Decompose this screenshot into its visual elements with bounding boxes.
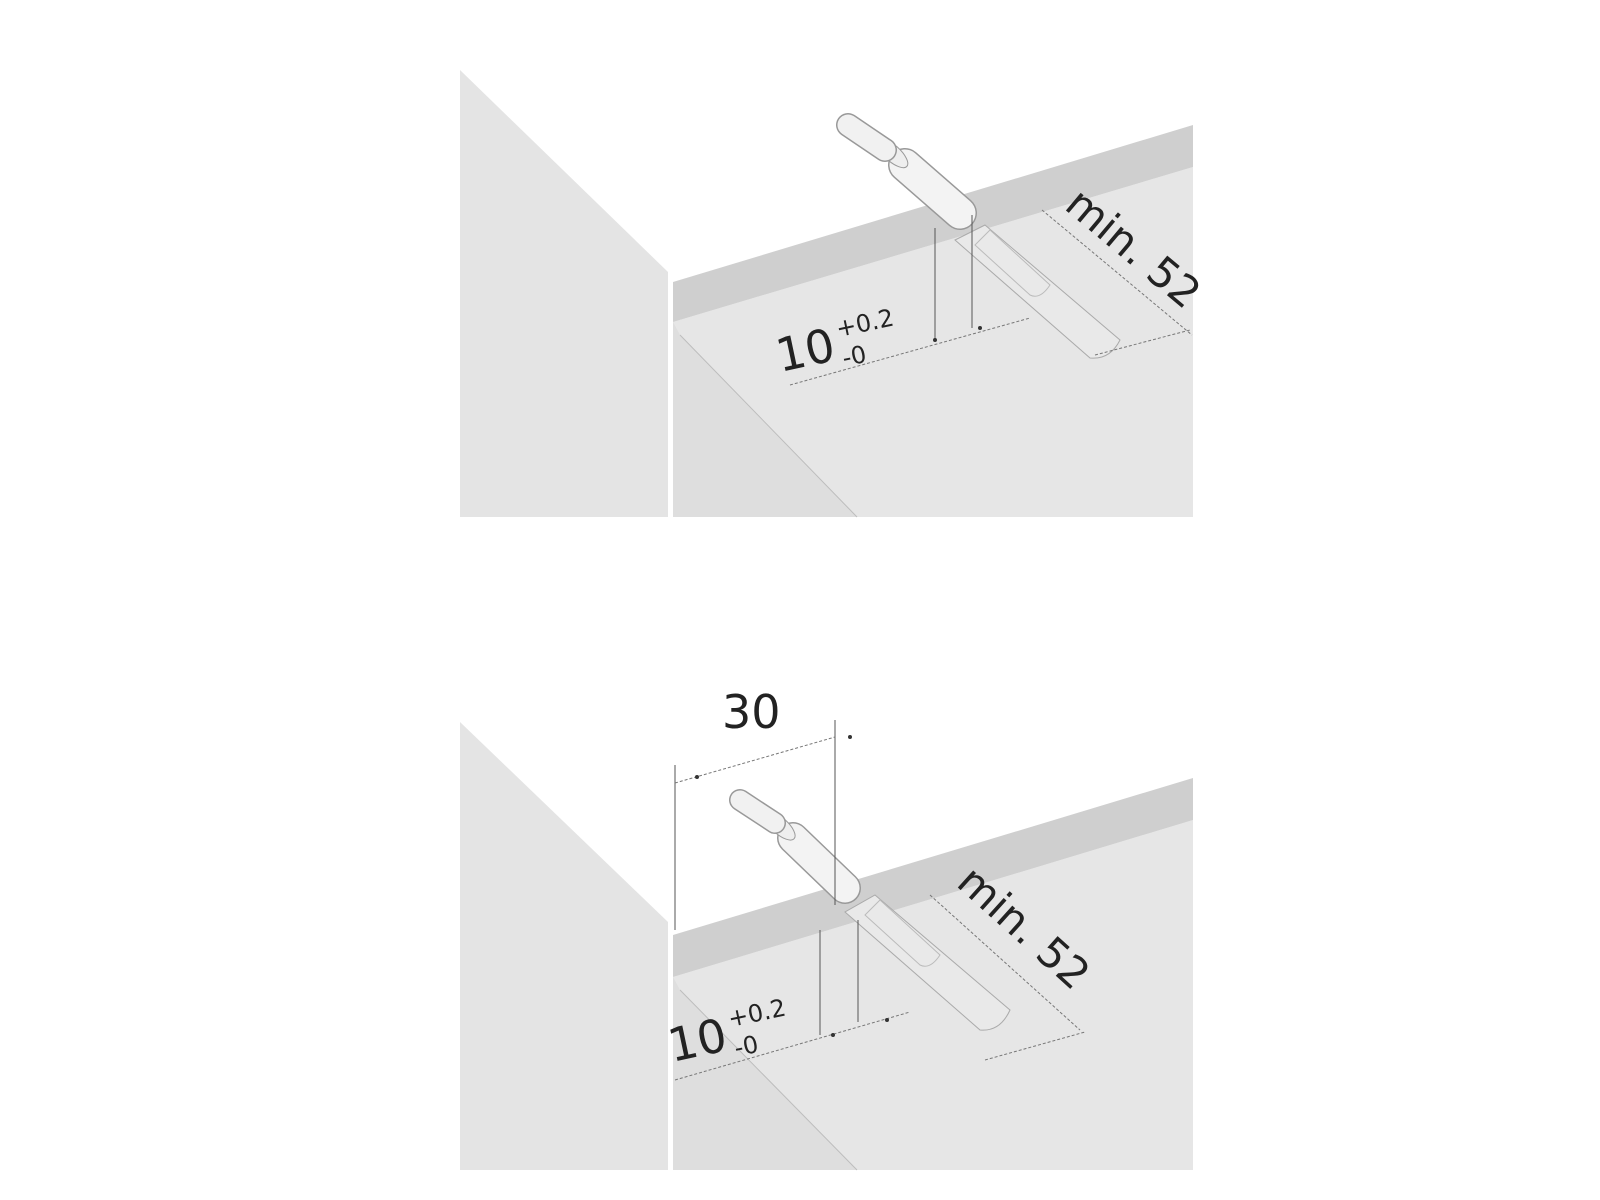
figure-bottom: 30 10 +0.2 -0 min. 52: [460, 685, 1193, 1171]
dim-arrow-dot: [831, 1033, 835, 1037]
top-panel-face: [673, 820, 1193, 1170]
panel-inner-edge: [679, 989, 858, 1171]
dim-line: [674, 1011, 911, 1081]
dim-arrow-dot: [978, 326, 982, 330]
dim-line: [984, 1031, 1086, 1061]
dim-offset-30: 30: [722, 685, 781, 739]
top-panel-edge-band: [673, 778, 1193, 977]
panel-inner-edge: [679, 334, 858, 518]
figure-top: 10 +0.2 -0 min. 52: [460, 70, 1210, 518]
drill-hole: [844, 894, 1011, 1031]
dim-nominal-10: 10: [663, 1008, 731, 1073]
drill-hole-inner: [974, 229, 1051, 297]
top-panel-face: [673, 167, 1193, 517]
dim-tolerance-lower: -0: [840, 340, 869, 372]
dowel: [729, 789, 861, 904]
dowel: [836, 113, 977, 230]
top-panel-inner-shade: [673, 977, 857, 1170]
dim-arrow-dot: [848, 735, 852, 739]
dim-tolerance-lower: -0: [732, 1030, 761, 1062]
dim-nominal-10: 10: [771, 318, 839, 383]
dim-arrow-dot: [933, 338, 937, 342]
dim-arrow-dot: [885, 1018, 889, 1022]
drill-hole-inner: [864, 899, 941, 967]
dim-line: [1094, 329, 1191, 356]
top-panel-inner-shade: [673, 322, 857, 517]
side-panel: [460, 722, 668, 1170]
top-panel-edge-band: [673, 125, 1193, 322]
dim-line: [789, 317, 1031, 386]
dim-arrow-dot: [695, 775, 699, 779]
dim-line: [1041, 209, 1193, 336]
side-panel: [460, 70, 668, 517]
dim-line: [929, 894, 1081, 1031]
dim-line: [674, 736, 836, 784]
drill-hole: [954, 224, 1121, 359]
